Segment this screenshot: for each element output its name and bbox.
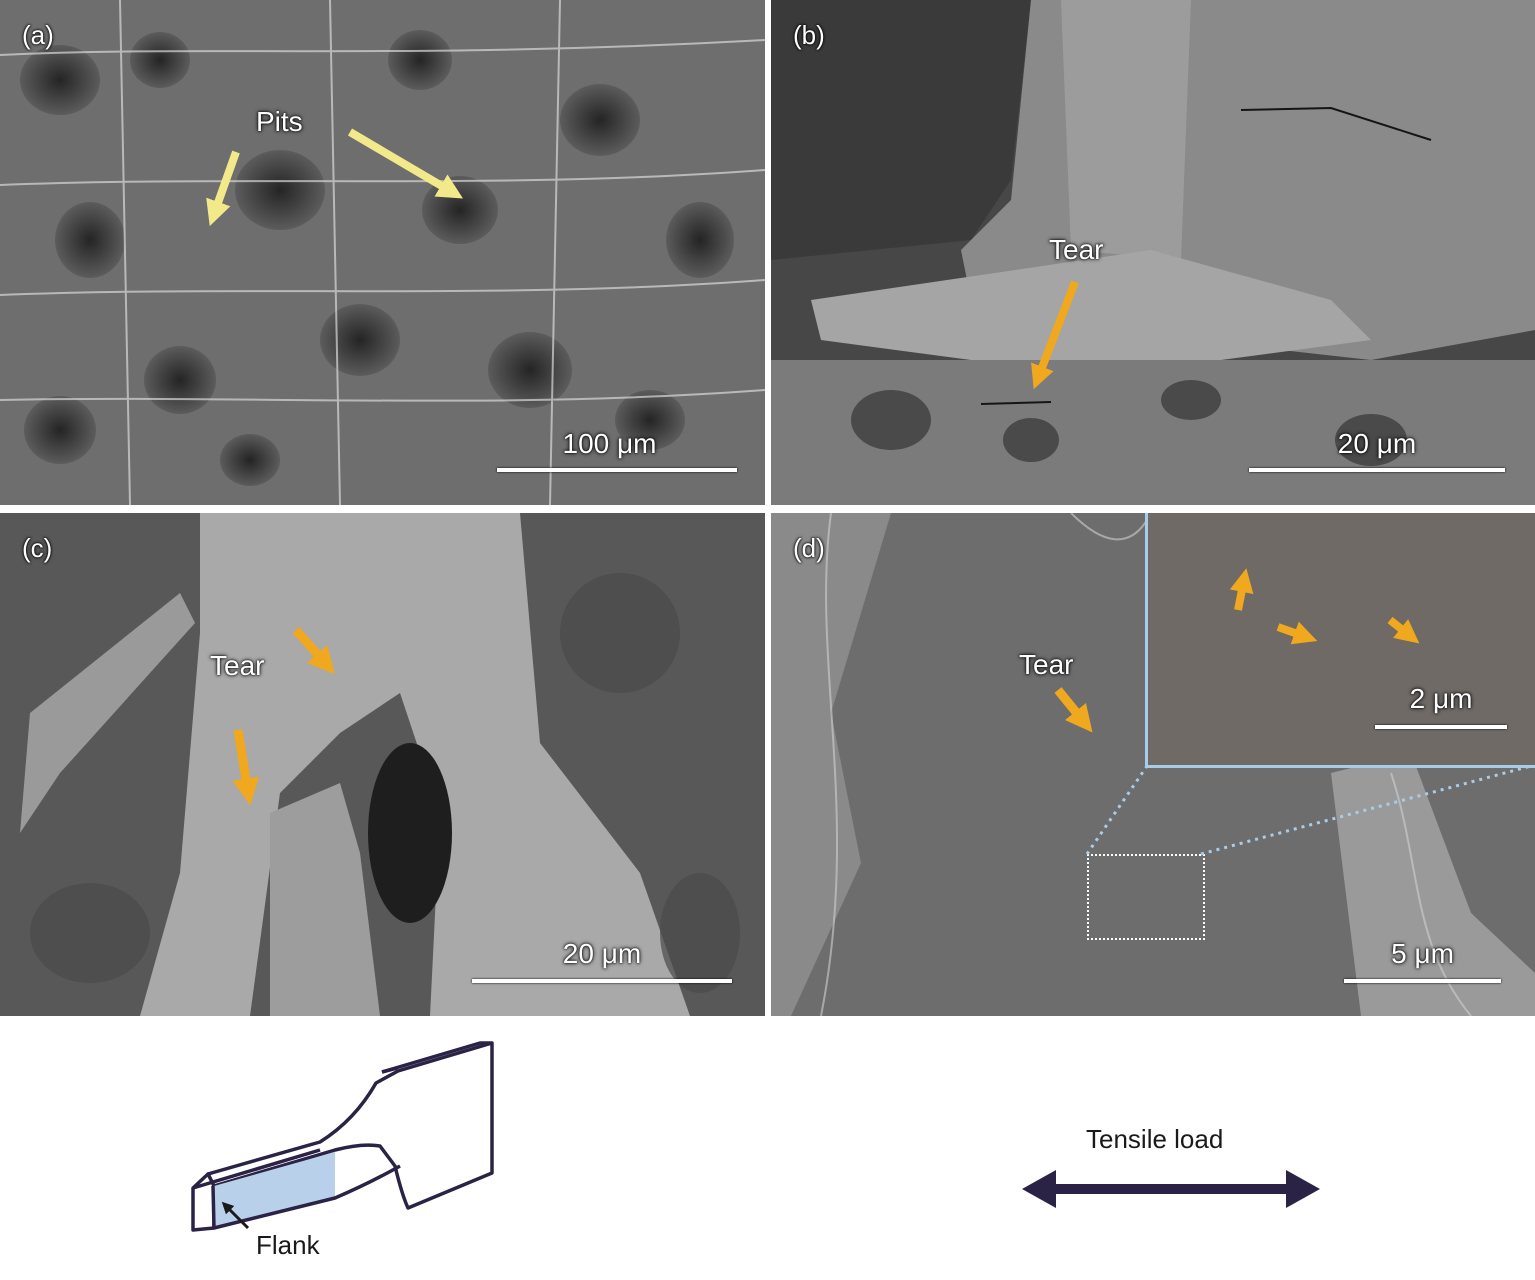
panel-label-a: (a) [22, 20, 54, 50]
scale-bar-b-text: 20 μm [1337, 428, 1417, 459]
sem-panel-d: (d) Tear 2 μm 5 μm [771, 513, 1535, 1016]
tear-label-c: Tear [210, 650, 265, 681]
scale-bar-d-line [1344, 979, 1501, 983]
tensile-load-label: Tensile load [1086, 1124, 1224, 1154]
sem-panel-a: (a) Pits 100 μm [0, 0, 765, 505]
flank-arrow-icon [221, 1201, 250, 1230]
magnified-region-box [1087, 854, 1205, 940]
scale-bar-c-line [472, 979, 732, 983]
sem-image-c [0, 513, 765, 1016]
panel-label-c: (c) [22, 533, 53, 563]
tear-label-b: Tear [1049, 234, 1104, 265]
inset-scale-bar-line [1375, 725, 1507, 729]
inset-scale-bar-text: 2 μm [1409, 683, 1473, 714]
scale-bar-a-text: 100 μm [562, 428, 657, 459]
specimen-schematic [191, 1041, 494, 1232]
inset-panel: 2 μm [1145, 513, 1535, 768]
sem-panel-c: (c) Tear 20 μm [0, 513, 765, 1016]
panel-label-b: (b) [793, 20, 825, 50]
sem-panel-b: (b) Tear 20 μm [771, 0, 1535, 505]
tensile-load-arrow-icon [1022, 1170, 1320, 1208]
panel-label-d: (d) [793, 533, 825, 563]
scale-bar-d-text: 5 μm [1391, 938, 1454, 969]
scale-bar-a-line [497, 468, 737, 472]
sem-image-a [0, 0, 765, 505]
flank-label: Flank [256, 1230, 320, 1260]
scale-bar-c-text: 20 μm [562, 938, 642, 969]
scale-bar-b-line [1249, 468, 1505, 472]
pits-label: Pits [256, 106, 303, 137]
tear-label-d: Tear [1019, 649, 1074, 680]
